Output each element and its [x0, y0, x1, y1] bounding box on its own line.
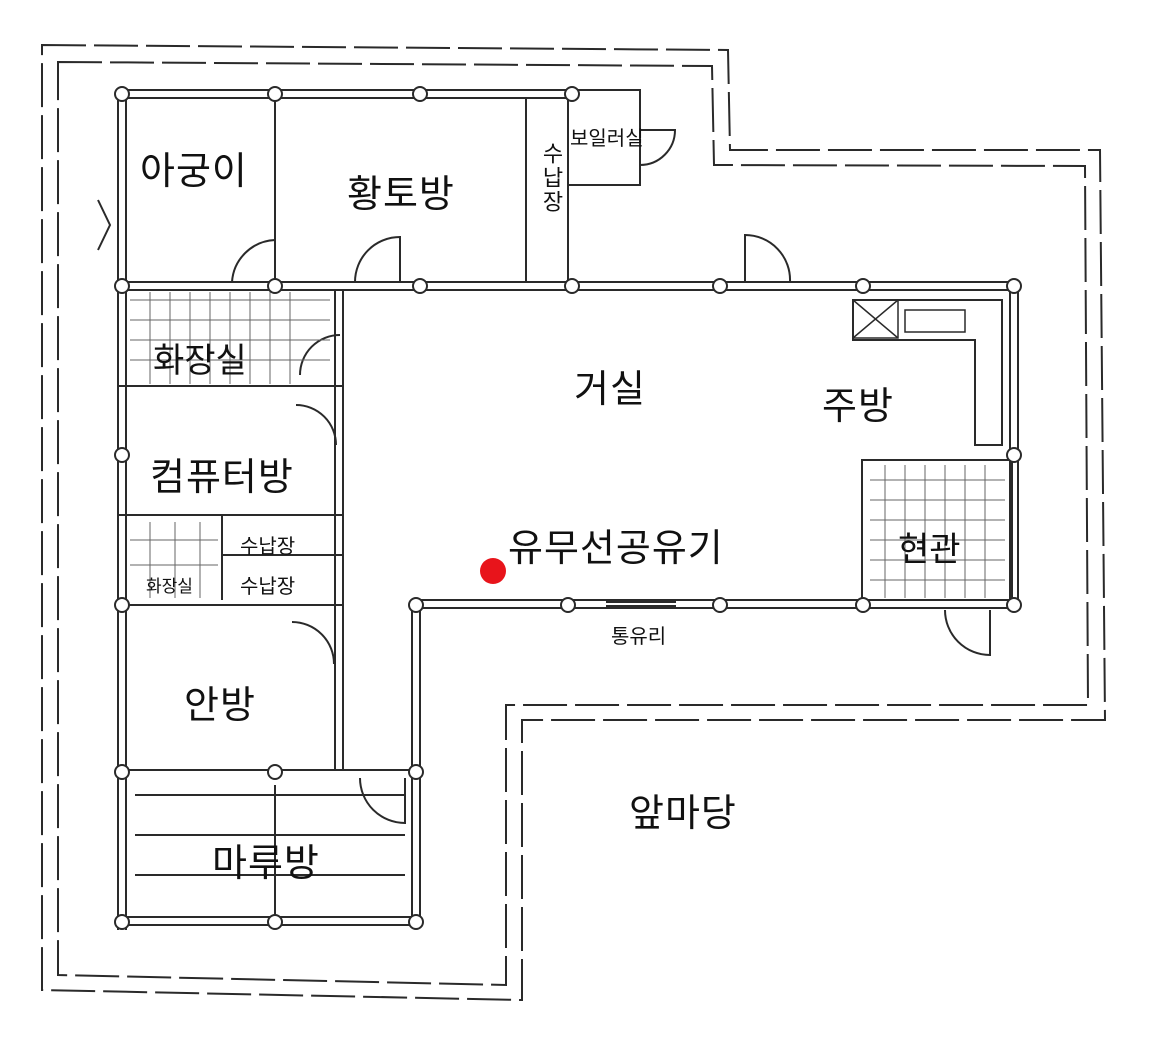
post — [712, 597, 728, 613]
post — [855, 278, 871, 294]
post — [408, 914, 424, 930]
post — [114, 914, 130, 930]
post — [1006, 597, 1022, 613]
door-living — [744, 233, 792, 283]
post — [267, 86, 283, 102]
label-living-room: 거실 — [574, 367, 646, 411]
glass-window-line — [606, 601, 676, 607]
door-agungi-side — [97, 199, 112, 251]
post — [408, 597, 424, 613]
post — [267, 278, 283, 294]
label-bathroom-small: 화장실 — [146, 577, 193, 597]
post — [412, 86, 428, 102]
entrance-tile-grid — [870, 465, 1005, 598]
post — [267, 764, 283, 780]
label-computer-room: 컴퓨터방 — [150, 455, 294, 499]
label-hwangtobang: 황토방 — [347, 172, 455, 216]
outer-fence-inner — [57, 60, 1090, 987]
post — [408, 764, 424, 780]
label-boiler-room: 보일러실 — [570, 126, 644, 150]
router-marker — [480, 558, 506, 584]
label-glass-window: 통유리 — [611, 624, 667, 648]
door-agungi — [231, 239, 276, 283]
kitchen-counter — [852, 299, 1003, 446]
maru-boards — [135, 785, 405, 915]
label-floor-room: 마루방 — [212, 841, 320, 885]
door-hwangto — [354, 235, 401, 283]
post — [564, 86, 580, 102]
door-boiler — [639, 129, 677, 166]
bath-tile-grid — [130, 292, 330, 384]
small-bath-tile-grid — [130, 522, 218, 598]
label-router: 유무선공유기 — [508, 526, 724, 570]
post — [855, 597, 871, 613]
post — [712, 278, 728, 294]
label-agungi: 아궁이 — [140, 149, 248, 193]
label-entrance: 현관 — [898, 530, 961, 570]
label-storage-vertical: 수납장 — [538, 142, 563, 214]
kitchen-sink — [904, 309, 966, 333]
post — [412, 278, 428, 294]
post — [114, 447, 130, 463]
door-computer — [295, 404, 337, 446]
label-kitchen: 주방 — [822, 384, 894, 428]
label-bathroom-main: 화장실 — [153, 341, 247, 381]
kitchen-stove — [852, 299, 899, 339]
post — [114, 764, 130, 780]
outer-fence — [41, 43, 1107, 1002]
post — [1006, 278, 1022, 294]
door-maru — [359, 777, 406, 825]
post — [1006, 447, 1022, 463]
post — [114, 278, 130, 294]
post — [564, 278, 580, 294]
post — [267, 914, 283, 930]
post — [560, 597, 576, 613]
boiler-room — [568, 89, 641, 186]
door-entrance — [944, 609, 991, 657]
label-storage-upper: 수납장 — [240, 534, 296, 558]
label-storage-lower: 수납장 — [240, 574, 296, 598]
door-bath — [299, 334, 341, 376]
door-anbang — [291, 621, 335, 665]
kitchen-stove-x — [852, 299, 899, 339]
label-master-room: 안방 — [184, 683, 256, 727]
post — [114, 597, 130, 613]
label-front-yard: 앞마당 — [629, 791, 737, 835]
post — [114, 86, 130, 102]
